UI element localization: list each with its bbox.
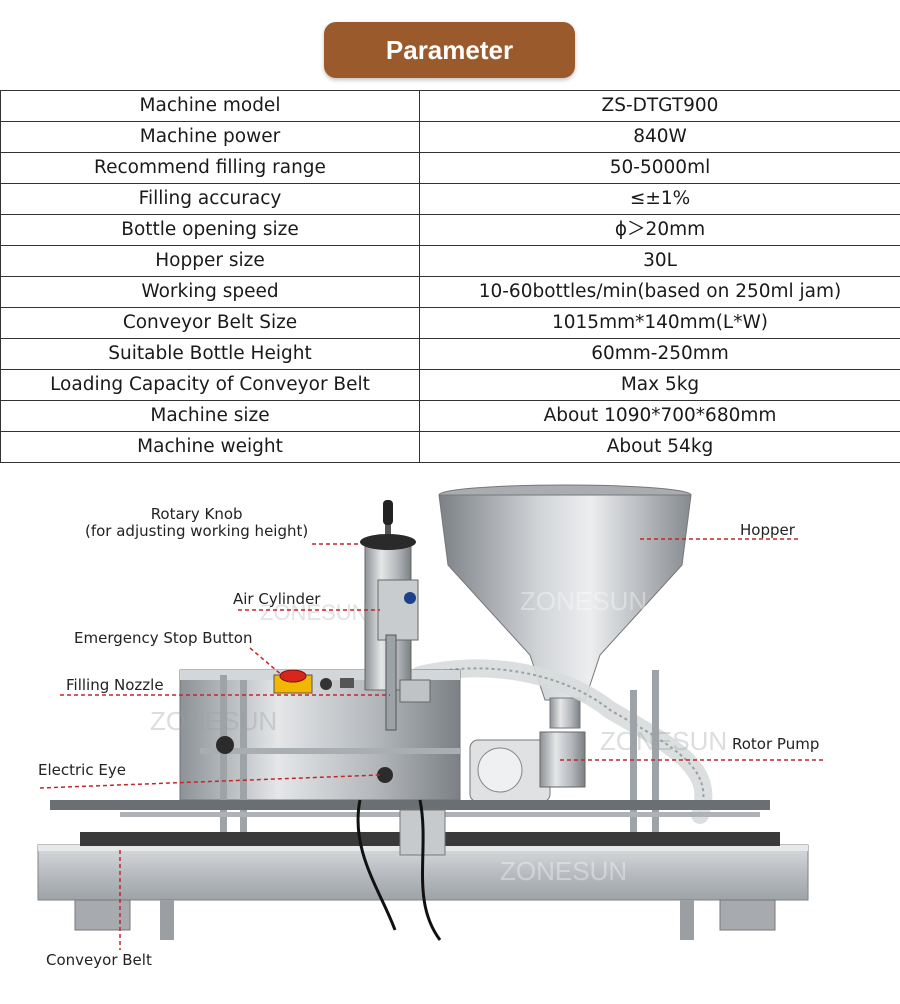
label-filling-nozzle: Filling Nozzle [66,676,164,694]
param-value: 840W [420,122,900,153]
param-value: About 54kg [420,432,900,463]
param-value: ϕ＞20mm [420,215,900,246]
watermark: ZONESUN [500,856,627,886]
label-hopper: Hopper [740,521,795,539]
label-rotor-pump: Rotor Pump [732,735,819,753]
param-value: 30L [420,246,900,277]
param-name: Recommend filling range [1,153,420,184]
label-air-cylinder: Air Cylinder [233,590,320,608]
label-electric-eye: Electric Eye [38,761,126,779]
param-name: Conveyor Belt Size [1,308,420,339]
label-emergency-stop: Emergency Stop Button [74,629,252,647]
label-conveyor-belt: Conveyor Belt [46,951,152,969]
air-cylinder [378,580,418,640]
param-value: ≤±1% [420,184,900,215]
param-name: Machine power [1,122,420,153]
rotor-pump [470,732,585,802]
label-rotary-knob-line1: Rotary Knob [85,506,308,523]
watermark: ZONESUN [150,706,277,736]
parameter-title: Parameter [324,22,575,78]
param-name: Loading Capacity of Conveyor Belt [1,370,420,401]
param-name: Machine model [1,91,420,122]
table-row: Filling accuracy≤±1% [1,184,900,215]
rotary-knob [360,534,416,550]
param-name: Filling accuracy [1,184,420,215]
param-name: Machine size [1,401,420,432]
param-name: Machine weight [1,432,420,463]
param-value: 10-60bottles/min(based on 250ml jam) [420,277,900,308]
filling-nozzle [386,635,396,730]
param-value: About 1090*700*680mm [420,401,900,432]
machine-diagram: ZONESUN ZONESUN ZONESUN ZONESUN ZONESUN … [0,470,900,1000]
param-value: 1015mm*140mm(L*W) [420,308,900,339]
param-name: Suitable Bottle Height [1,339,420,370]
param-value: 60mm-250mm [420,339,900,370]
watermark: ZONESUN [520,586,647,616]
param-value: 50-5000ml [420,153,900,184]
watermark: ZONESUN [600,726,727,756]
label-rotary-knob: Rotary Knob (for adjusting working heigh… [85,506,308,540]
conveyor-belt [38,800,808,940]
param-name: Hopper size [1,246,420,277]
label-rotary-knob-line2: (for adjusting working height) [85,523,308,540]
param-name: Bottle opening size [1,215,420,246]
param-value: ZS-DTGT900 [420,91,900,122]
param-value: Max 5kg [420,370,900,401]
param-name: Working speed [1,277,420,308]
